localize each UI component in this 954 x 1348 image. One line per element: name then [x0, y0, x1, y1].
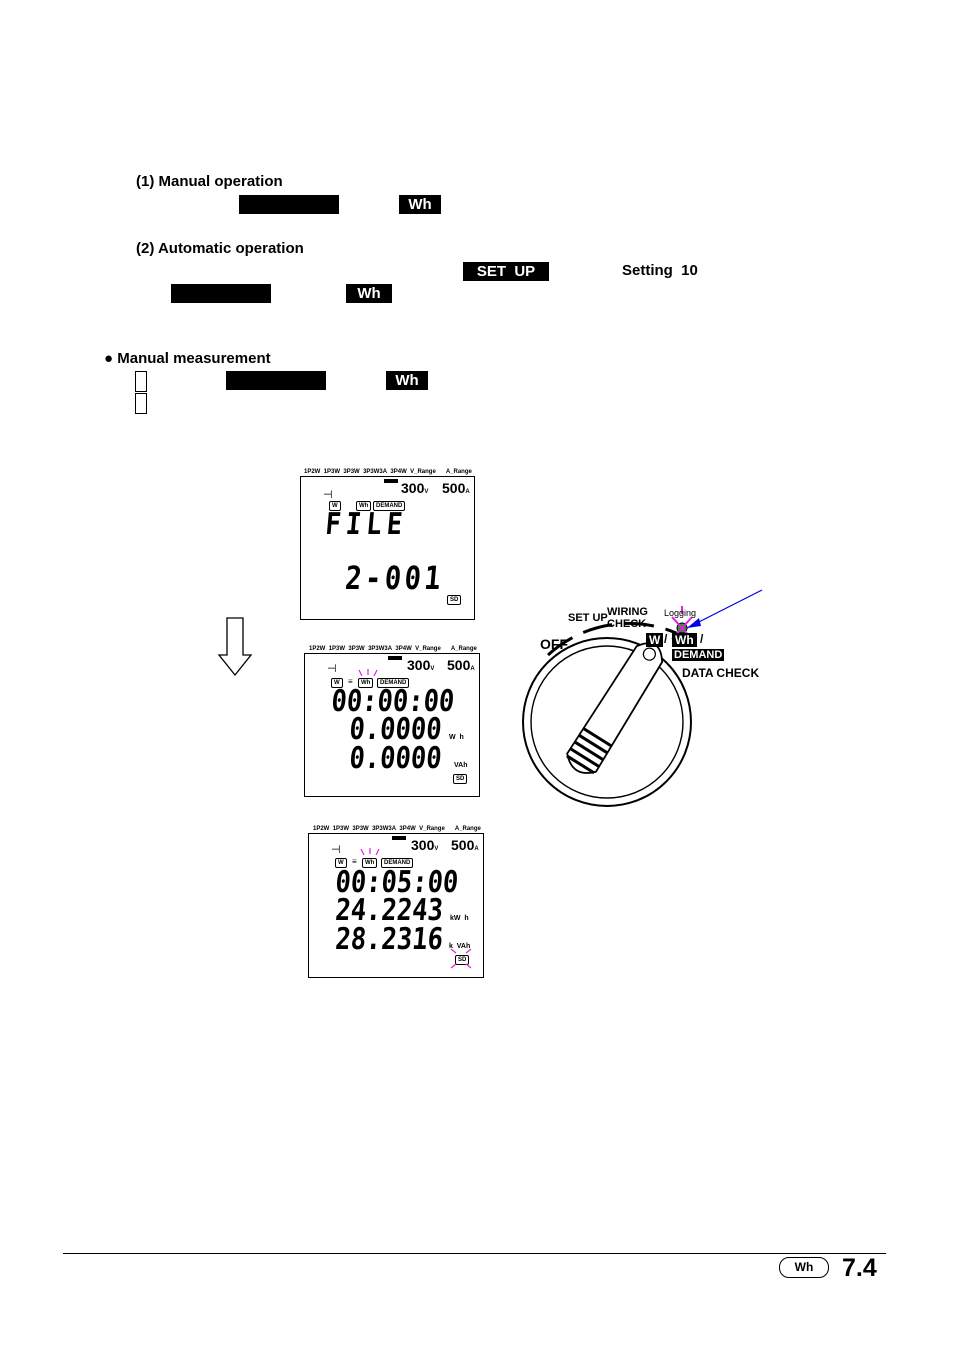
mode-wh-badge: Wh	[356, 501, 372, 511]
dial-label-off: OFF	[540, 636, 568, 652]
footer-rule	[63, 1253, 886, 1254]
dial-label-setup: SET UP	[568, 612, 608, 624]
range-marker	[384, 479, 398, 483]
redacted-key-block	[226, 371, 326, 390]
dial-drawing	[522, 589, 763, 807]
footer-wh-badge: Wh	[779, 1257, 829, 1278]
mode-wh-badge: Wh	[358, 678, 374, 688]
step-box	[135, 393, 147, 414]
setting-ref: Setting 10	[622, 262, 698, 279]
lcd-vah-value: 28.2316	[333, 922, 445, 957]
wiring-labels: 1P2W 1P3W 3P3W 3P3W3A 3P4W V_Range A_Ran…	[309, 646, 477, 652]
redacted-key-block	[171, 284, 271, 303]
mode-w-badge: W	[329, 501, 341, 511]
step-box	[135, 371, 147, 392]
manual-measurement-heading: ● Manual measurement	[104, 350, 271, 367]
sd-icon: SD	[453, 774, 468, 784]
bars-icon: ≡	[352, 857, 357, 866]
range-marker	[388, 656, 402, 660]
section-number: 7.4	[842, 1254, 877, 1282]
wh-key: Wh	[346, 284, 392, 303]
unit-kvah: k VAh	[449, 943, 471, 950]
manual-operation-heading: (1) Manual operation	[136, 173, 283, 190]
unit-kwh: kW h	[450, 915, 469, 922]
wh-key: Wh	[399, 195, 441, 214]
mode-demand-badge: DEMAND	[373, 501, 406, 511]
slash: /	[700, 632, 704, 646]
plug-icon: ⊣	[323, 489, 333, 501]
dial-label-wh: Wh	[672, 633, 697, 647]
mode-w-badge: W	[331, 678, 343, 688]
dial-label-demand: DEMAND	[672, 649, 725, 661]
v-range: 300V	[401, 480, 429, 496]
v-range: 300V	[407, 657, 435, 673]
a-range: 500A	[447, 657, 475, 673]
a-range: 500A	[451, 837, 479, 853]
blink-marks-icon	[358, 669, 378, 677]
mode-wh-badge: Wh	[362, 858, 378, 868]
mode-demand-badge: DEMAND	[377, 678, 410, 688]
unit-vah: VAh	[454, 762, 468, 769]
unit-wh: W h	[449, 734, 464, 741]
a-range: 500A	[442, 480, 470, 496]
slash: /	[664, 632, 668, 646]
mode-demand-badge: DEMAND	[381, 858, 414, 868]
down-arrow-icon	[217, 617, 253, 677]
v-range: 300V	[411, 837, 439, 853]
wiring-labels: 1P2W 1P3W 3P3W 3P3W3A 3P4W V_Range A_Ran…	[313, 826, 481, 832]
sd-icon: SD	[455, 955, 470, 965]
wiring-labels: 1P2W 1P3W 3P3W 3P3W3A 3P4W V_Range A_Ran…	[304, 469, 472, 475]
plug-icon: ⊣	[331, 844, 341, 856]
setup-key: SET UP	[463, 262, 549, 281]
lcd-vah-value: 0.0000	[347, 741, 444, 776]
dial-label-w: W	[646, 633, 664, 647]
sd-icon: SD	[447, 595, 462, 605]
blink-marks-icon	[450, 948, 472, 969]
range-marker	[392, 836, 406, 840]
lcd-line-number: 2-001	[343, 559, 446, 597]
mode-w-badge: W	[335, 858, 347, 868]
plug-icon: ⊣	[327, 663, 337, 675]
dial-label-data-check: DATA CHECK	[682, 666, 760, 680]
redacted-key-block	[239, 195, 339, 214]
automatic-operation-heading: (2) Automatic operation	[136, 240, 304, 257]
wh-key: Wh	[386, 371, 428, 390]
dial-label-logging: Logging	[664, 608, 697, 618]
blink-marks-icon	[360, 848, 380, 856]
lcd-line-file: FILE	[323, 507, 409, 542]
bars-icon: ≡	[348, 677, 353, 686]
